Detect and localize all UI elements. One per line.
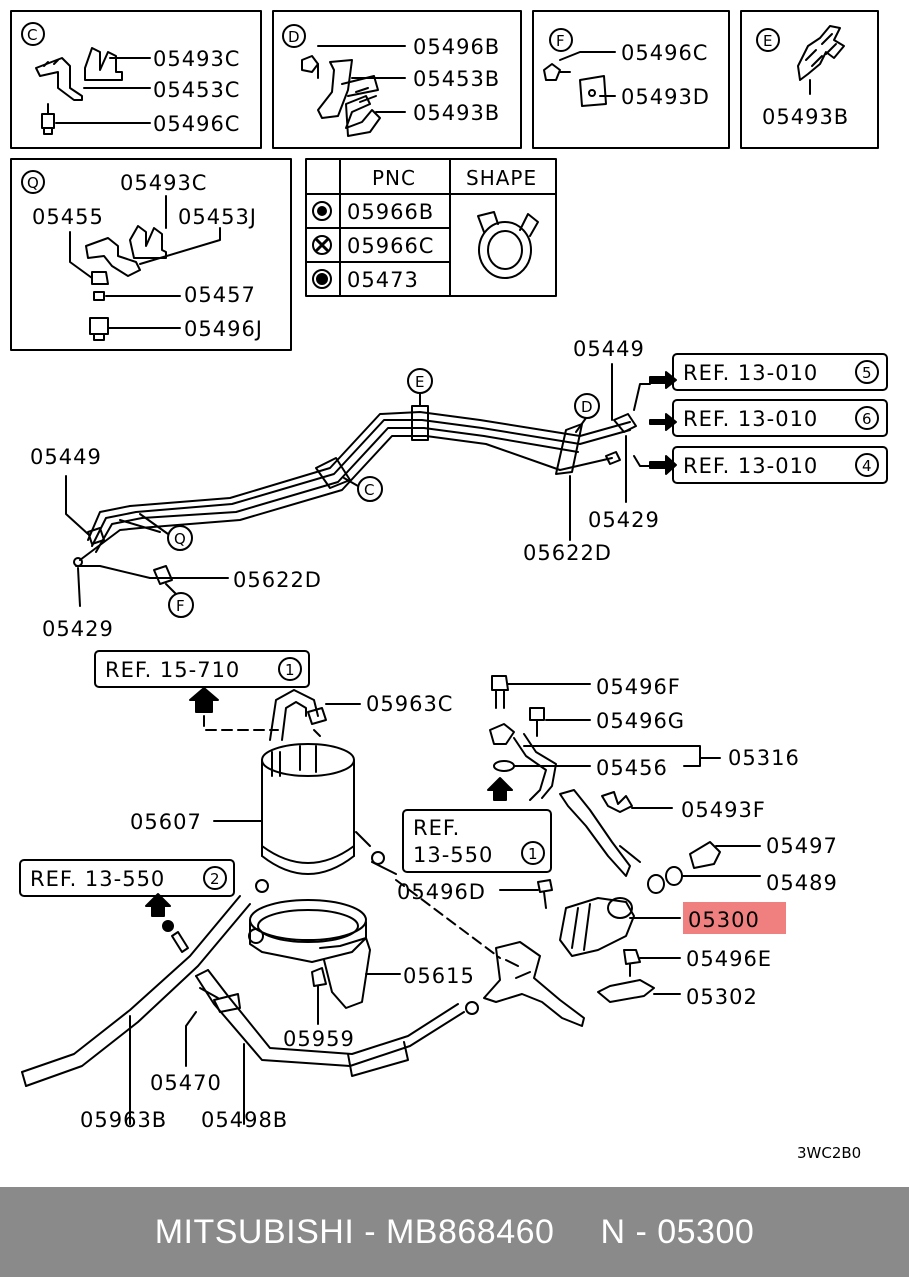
detail-q-letter: Q: [27, 174, 39, 192]
label-05455: 05455: [32, 205, 104, 229]
label-05607: 05607: [130, 810, 202, 834]
clip-e-letter: E: [415, 373, 424, 391]
label-05429-right: 05429: [588, 508, 660, 532]
label-05615: 05615: [403, 964, 475, 988]
label-05453c: 05453C: [153, 78, 240, 102]
footer-brand-part: MITSUBISHI - MB868460: [154, 1212, 555, 1251]
ref-13-550-line2: 13-550: [413, 843, 493, 867]
ref-13-010-a-num: 5: [862, 364, 872, 382]
diagram-code: 3WC2B0: [797, 1144, 861, 1162]
ref-13-550-left: REF. 13-550: [30, 867, 165, 891]
label-05453b: 05453B: [413, 67, 500, 91]
ref-13-550-line1: REF.: [413, 816, 460, 840]
label-05498b: 05498B: [201, 1108, 288, 1132]
clip-q-letter: Q: [174, 530, 186, 548]
clip-f-letter: F: [176, 597, 185, 615]
label-05493f: 05493F: [681, 798, 766, 822]
ref-13-550-left-num: 2: [210, 870, 220, 888]
detail-f-box: [532, 10, 730, 149]
label-05963b: 05963B: [80, 1108, 167, 1132]
detail-d-box: [272, 10, 522, 149]
footer-pnc: N - 05300: [600, 1212, 755, 1251]
label-05496j: 05496J: [184, 317, 263, 341]
pnc-header: PNC: [372, 166, 416, 190]
detail-c-letter: C: [27, 26, 37, 44]
label-05496d: 05496D: [397, 880, 486, 904]
label-05449-left: 05449: [30, 445, 102, 469]
label-05302: 05302: [686, 985, 758, 1009]
detail-q-box: [10, 158, 292, 351]
fuel-lines: [65, 353, 888, 618]
label-05496c-f: 05496C: [621, 41, 708, 65]
ref-15-710: REF. 15-710: [105, 658, 240, 682]
label-05496g: 05496G: [596, 709, 685, 733]
footer-bar: MITSUBISHI - MB868460 N - 05300: [0, 1187, 909, 1277]
label-05316: 05316: [728, 746, 800, 770]
label-05456: 05456: [596, 756, 668, 780]
label-05496b: 05496B: [413, 35, 500, 59]
text-layer: C 05493C 05453C 05496C D 05496B 05453B 0…: [27, 26, 872, 1162]
ref-15-710-num: 1: [285, 661, 295, 679]
label-05496e: 05496E: [686, 947, 772, 971]
label-05963c: 05963C: [366, 692, 453, 716]
label-05493b-e: 05493B: [762, 105, 849, 129]
ref-13-010-c-num: 4: [862, 457, 872, 475]
highlight-05300: [683, 902, 786, 934]
detail-c-box: [10, 10, 262, 149]
label-05496f: 05496F: [596, 675, 681, 699]
label-05497: 05497: [766, 834, 838, 858]
label-05449-top: 05449: [573, 337, 645, 361]
ref-13-550-num: 1: [528, 845, 538, 863]
ref-13-010-b-num: 6: [862, 410, 872, 428]
ref-13-010-a: REF. 13-010: [683, 361, 818, 385]
pnc-row-1: 05966B: [347, 200, 434, 224]
ref-13-010-b: REF. 13-010: [683, 407, 818, 431]
parts-diagram: C 05493C 05453C 05496C D 05496B 05453B 0…: [10, 10, 888, 1162]
label-05300: 05300: [688, 908, 760, 932]
label-05493c: 05493C: [153, 47, 240, 71]
label-05496c: 05496C: [153, 112, 240, 136]
label-05453j: 05453J: [178, 205, 257, 229]
pnc-row-3: 05473: [347, 268, 419, 292]
clip-d-letter: D: [581, 398, 593, 416]
label-05429-left: 05429: [42, 617, 114, 641]
detail-f-letter: F: [556, 32, 565, 50]
detail-d-letter: D: [288, 28, 300, 46]
detail-e-letter: E: [763, 32, 772, 50]
label-05493b-d: 05493B: [413, 101, 500, 125]
pnc-row-2: 05966C: [347, 234, 434, 258]
shape-header: SHAPE: [466, 166, 537, 190]
clip-c-letter: C: [364, 481, 374, 499]
label-05493c-q: 05493C: [120, 171, 207, 195]
label-05493d: 05493D: [621, 85, 710, 109]
label-05457: 05457: [184, 283, 256, 307]
label-05622d-left: 05622D: [233, 568, 322, 592]
canister-assembly: [19, 650, 786, 1125]
ref-13-010-c: REF. 13-010: [683, 454, 818, 478]
label-05489: 05489: [766, 871, 838, 895]
detail-e-box: [740, 10, 879, 149]
label-05622d-right: 05622D: [523, 541, 612, 565]
label-05470: 05470: [150, 1071, 222, 1095]
label-05959: 05959: [283, 1027, 355, 1051]
pnc-table: [305, 158, 557, 297]
